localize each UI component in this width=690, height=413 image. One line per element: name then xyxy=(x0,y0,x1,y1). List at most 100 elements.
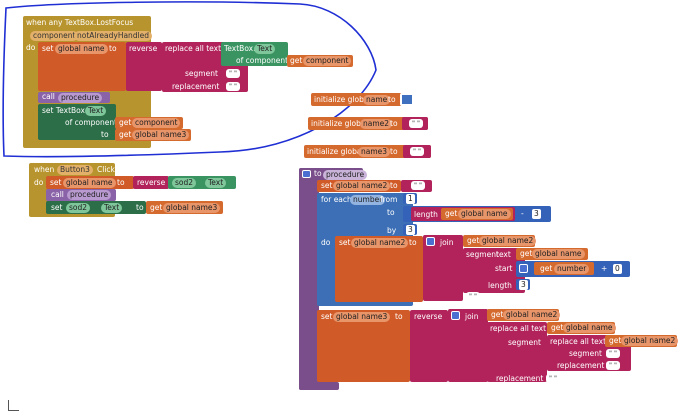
replace-all-label-inner: replace all text xyxy=(550,337,607,346)
by-value[interactable]: 3 xyxy=(406,225,415,235)
gear-icon[interactable] xyxy=(302,170,311,178)
replacement-string-inner[interactable]: " " xyxy=(606,361,620,370)
reverse-block[interactable] xyxy=(126,42,162,91)
get-label-p4: get xyxy=(540,264,553,273)
minus-label: - xyxy=(521,209,524,218)
global-name3-dropdown[interactable]: global name3 xyxy=(132,130,190,140)
procedure-footer xyxy=(299,382,339,390)
set-textbox-label: set TextBox. xyxy=(42,106,88,115)
global-name2-dropdown[interactable]: global name2 xyxy=(479,236,537,246)
procedure-dropdown-2[interactable]: procedure xyxy=(67,190,112,200)
to-label-4: to xyxy=(136,203,144,212)
do-label-2: do xyxy=(34,178,44,187)
of-component-label-2: of component xyxy=(65,118,118,127)
init-label-1: initialize globa xyxy=(314,95,369,104)
component-dropdown-2[interactable]: component xyxy=(132,118,181,128)
proc-to-label: to xyxy=(314,169,322,178)
reverse-block-p[interactable] xyxy=(410,310,448,382)
global-name-dropdown-p3[interactable]: global name xyxy=(563,323,616,333)
init-value-1[interactable] xyxy=(400,93,414,106)
button3-dropdown[interactable]: Button3 xyxy=(57,165,93,175)
get-label-p3: get xyxy=(520,249,533,258)
number-dropdown[interactable]: number xyxy=(554,264,590,274)
var-global-name-dropdown[interactable]: global name xyxy=(55,44,108,54)
init-string-2[interactable]: " " xyxy=(409,119,423,128)
proc-name-field[interactable]: procedure xyxy=(323,170,368,180)
set-label-p1: set xyxy=(321,181,333,190)
init-var-name2[interactable]: name2 xyxy=(360,119,393,129)
global-name2-dropdown-3[interactable]: global name2 xyxy=(621,336,679,346)
global-name2-dropdown-2[interactable]: global name2 xyxy=(503,310,561,320)
init-label-2: initialize globa xyxy=(311,119,366,128)
segment-text-label: segment xyxy=(466,250,499,259)
sod2-text-dropdown[interactable]: Text xyxy=(205,178,227,188)
text-prop-dropdown[interactable]: Text xyxy=(85,106,107,116)
call-label: call xyxy=(42,92,55,101)
reverse-block-2[interactable] xyxy=(133,176,169,189)
when-label: when xyxy=(34,165,55,174)
join-gear-icon[interactable] xyxy=(426,237,435,246)
init-to-3: to xyxy=(390,147,398,156)
param-not-handled[interactable]: notAlreadyHandled xyxy=(74,31,153,41)
minus-value[interactable]: 3 xyxy=(532,209,541,219)
var-global-name-2[interactable]: global name xyxy=(63,178,116,188)
global-name-dropdown-p[interactable]: global name xyxy=(458,209,511,219)
textbox-text-dropdown[interactable]: Text xyxy=(254,44,276,54)
sod2-dropdown[interactable]: sod2 xyxy=(172,178,197,188)
number-var-field[interactable]: number xyxy=(350,195,386,205)
of-component-label: of component xyxy=(236,56,289,65)
join-gear-icon-2[interactable] xyxy=(451,311,460,320)
call-label-2: call xyxy=(51,190,64,199)
replace-all-label-p: replace all text xyxy=(490,324,547,333)
var-global-name3-p[interactable]: global name3 xyxy=(333,312,391,322)
segment-string-inner[interactable]: " " xyxy=(606,349,620,358)
length-label-2: length xyxy=(488,281,512,290)
global-name-dropdown-p2[interactable]: global name xyxy=(532,249,585,259)
textbox-prop-label: TextBox. xyxy=(224,44,256,53)
var-global-name2[interactable]: global name2 xyxy=(333,181,391,191)
get-label-p5: get xyxy=(491,310,504,319)
procedure-dropdown[interactable]: procedure xyxy=(58,93,103,103)
init-label-3: initialize global xyxy=(307,147,364,156)
replacement-label: replacement xyxy=(172,82,220,91)
param-component[interactable]: component xyxy=(30,31,79,41)
empty-string[interactable]: " " xyxy=(411,181,425,190)
segment-block[interactable] xyxy=(463,248,525,293)
plus-gear-icon[interactable] xyxy=(519,264,528,273)
replace-all-block-p[interactable] xyxy=(487,322,547,382)
replacement-string-p[interactable]: " " xyxy=(546,374,560,383)
set-global-name3-block[interactable] xyxy=(317,310,410,382)
segment-label: segment xyxy=(185,69,218,78)
join-empty-string[interactable]: " " xyxy=(466,292,480,301)
plus-value[interactable]: 0 xyxy=(613,264,622,274)
component-dropdown[interactable]: component xyxy=(303,56,352,66)
set-label: set xyxy=(42,44,54,53)
global-name3-dropdown-2[interactable]: global name3 xyxy=(163,203,221,213)
init-to-1: to xyxy=(388,95,396,104)
replacement-label-p: replacement xyxy=(496,374,544,383)
click-label: Click xyxy=(97,165,115,174)
procedure-definition-block[interactable] xyxy=(299,168,319,390)
var-global-name2-loop[interactable]: global name2 xyxy=(351,238,409,248)
get-label-p1: get xyxy=(445,209,458,218)
get-label-2: get xyxy=(119,118,132,127)
init-var-name3[interactable]: name3 xyxy=(358,147,391,157)
length-value[interactable]: 3 xyxy=(519,280,528,290)
init-var-name[interactable]: name xyxy=(363,95,391,105)
from-value[interactable]: 1 xyxy=(406,194,415,204)
reverse-label: reverse xyxy=(129,44,158,53)
to-label-p3: to xyxy=(395,312,403,321)
to-label-2: to xyxy=(101,130,109,139)
plus-label: + xyxy=(601,264,608,273)
for-each-label: for each xyxy=(321,195,352,204)
get-label-p7: get xyxy=(609,336,622,345)
init-to-2: to xyxy=(390,119,398,128)
join-block-2[interactable] xyxy=(448,309,488,382)
sod2-dropdown-2[interactable]: sod2 xyxy=(66,203,91,213)
segment-string[interactable]: " " xyxy=(226,69,240,78)
init-string-3[interactable]: " " xyxy=(410,147,424,156)
to-label-p1: to xyxy=(390,181,398,190)
join-block[interactable] xyxy=(423,235,463,301)
text-dropdown-2[interactable]: Text xyxy=(101,203,123,213)
replacement-string[interactable]: " " xyxy=(226,82,240,91)
